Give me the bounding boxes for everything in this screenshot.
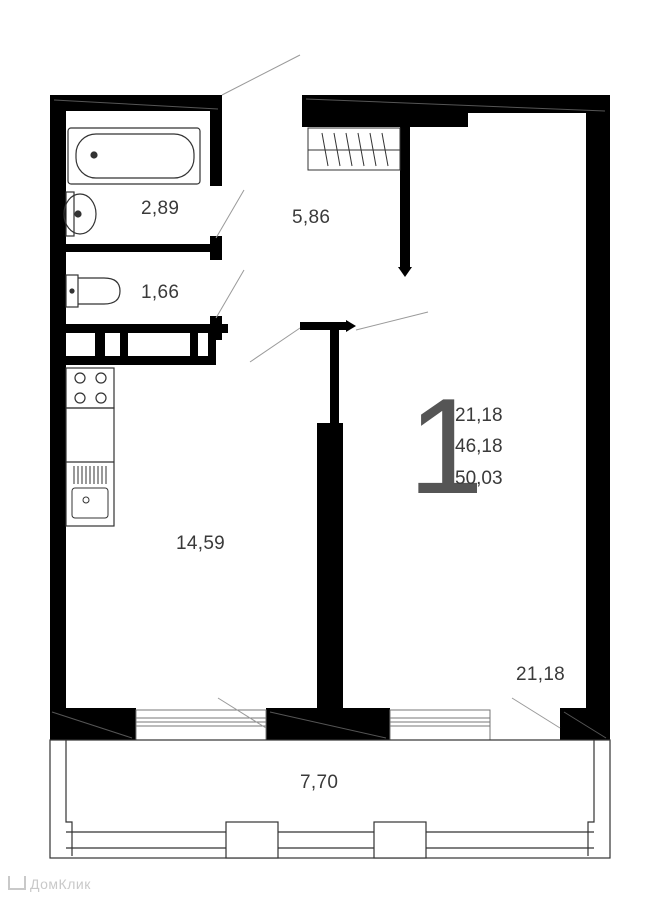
wall-corner-hatches: [51, 98, 607, 739]
door-swing-lines: [215, 54, 561, 729]
kitchen-counter: [65, 407, 115, 527]
toilet: [65, 274, 121, 308]
kitchen-sink: [71, 466, 109, 519]
kitchen-area-label: 14,59: [176, 533, 226, 554]
total-area-value: 46,18: [455, 436, 503, 457]
bathroom-sink: [63, 191, 97, 237]
room-count: 1: [408, 370, 484, 522]
bathroom-area-label: 2,89: [141, 198, 180, 219]
balcony-area-label: 7,70: [300, 772, 339, 793]
watermark: ДомКлик: [8, 876, 91, 892]
living-area-value: 21,18: [455, 405, 503, 426]
watermark-text: ДомКлик: [30, 876, 91, 892]
walls: [50, 95, 610, 740]
wardrobe: [307, 127, 401, 171]
toilet-area-label: 1,66: [141, 282, 180, 303]
kitchen-stove: [65, 367, 115, 409]
house-icon: [8, 876, 26, 890]
total-with-balcony-value: 50,03: [455, 468, 503, 489]
balcony: [49, 739, 611, 859]
living-room-area-label: 21,18: [516, 664, 566, 685]
hallway-area-label: 5,86: [292, 207, 331, 228]
bathtub: [67, 127, 201, 185]
